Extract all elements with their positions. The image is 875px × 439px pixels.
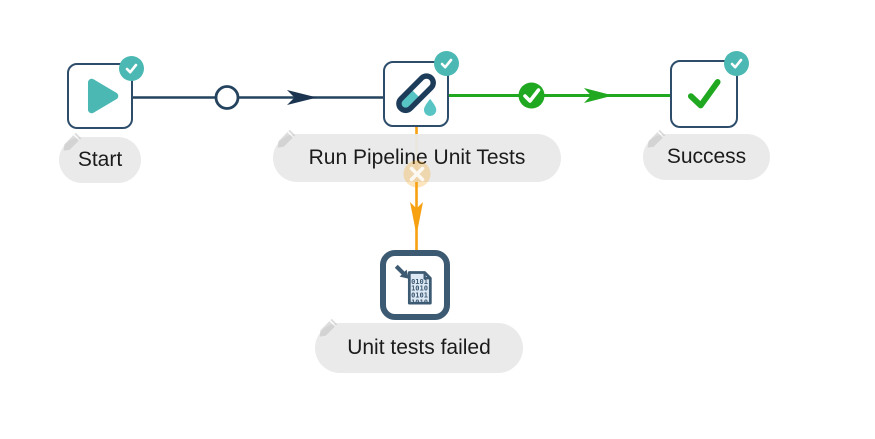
- label-text: Success: [666, 145, 747, 168]
- check-badge-icon: [434, 51, 459, 76]
- label-text: Run Pipeline Unit Tests: [308, 146, 526, 169]
- connection-start-to-tests[interactable]: [132, 85, 383, 110]
- binary-line: 0101: [411, 291, 428, 300]
- arrowhead-icon: [287, 90, 317, 105]
- test-tube-icon: [396, 73, 437, 116]
- unconditional-marker-icon[interactable]: [214, 85, 240, 110]
- label-success[interactable]: Success: [643, 129, 770, 180]
- edit-pencil-icon: [63, 132, 82, 151]
- label-text: Start: [77, 148, 123, 171]
- arrowhead-icon: [410, 202, 423, 235]
- check-icon: [687, 79, 721, 109]
- label-unit-tests-failed[interactable]: Unit tests failed: [315, 318, 523, 373]
- binary-line: 1010: [411, 297, 428, 306]
- action-unit-tests-failed[interactable]: 0101 1010 0101 1010: [380, 250, 450, 320]
- edit-pencil-icon: [277, 129, 296, 148]
- check-badge-icon: [724, 51, 749, 76]
- failure-marker-icon[interactable]: [402, 159, 432, 189]
- play-icon: [87, 78, 119, 114]
- arrowhead-icon: [584, 88, 613, 103]
- label-start[interactable]: Start: [59, 132, 141, 183]
- connection-tests-to-success[interactable]: [448, 82, 670, 109]
- edit-pencil-icon: [319, 318, 338, 337]
- binary-line: 1010: [411, 284, 428, 293]
- binary-line: 0101: [411, 277, 428, 286]
- check-badge-icon: [119, 56, 144, 81]
- binary-file-icon: 0101 1010 0101 1010: [394, 264, 432, 306]
- edit-pencil-icon: [647, 129, 666, 148]
- success-marker-icon[interactable]: [518, 82, 545, 109]
- label-text: Unit tests failed: [347, 336, 491, 359]
